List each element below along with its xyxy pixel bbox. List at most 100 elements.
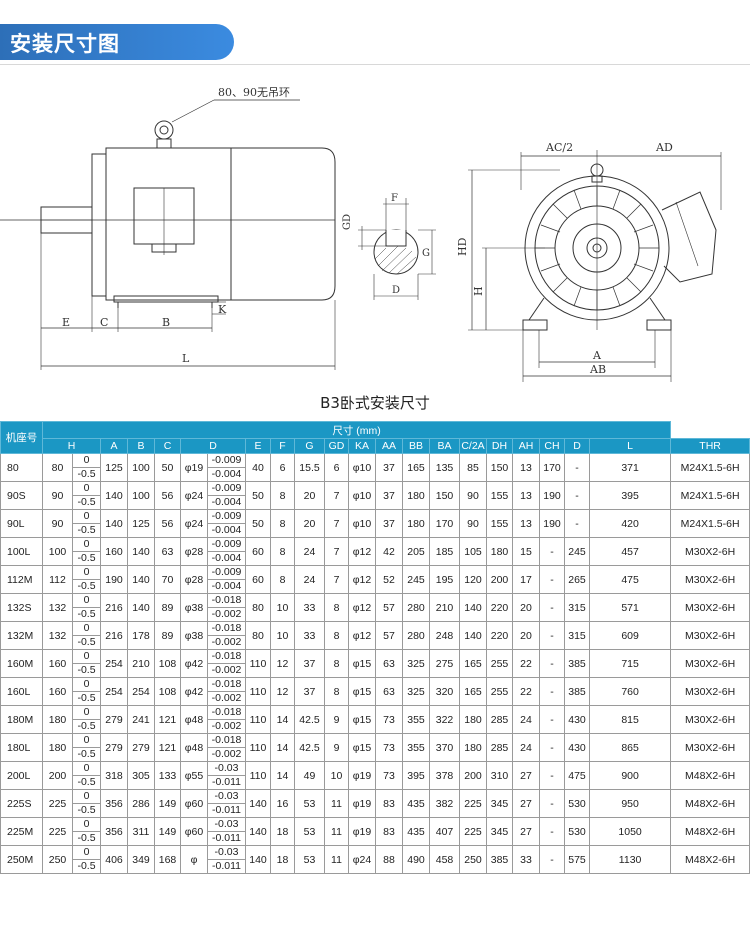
cell-d-tolerance: -0.03-0.011	[207, 845, 246, 874]
cell-h-tolerance-lower: -0.5	[77, 748, 96, 760]
cell-h-tolerance-upper: 0	[73, 567, 100, 580]
cell-ka: φ19	[348, 817, 376, 846]
cell-seat: 250M	[0, 845, 43, 874]
cell-a: 279	[100, 733, 128, 762]
cell-e: 110	[245, 677, 271, 706]
cell-ah: 20	[512, 593, 540, 622]
cell-h-tolerance: 0-0.5	[72, 621, 101, 650]
cell-l: 457	[588, 537, 672, 566]
cell-ba: 458	[429, 845, 460, 874]
cell-d-tolerance-lower: -0.002	[211, 748, 242, 760]
cell-dh: 200	[486, 565, 513, 594]
col-header-f: F	[270, 438, 295, 454]
cell-gd: 9	[324, 705, 349, 734]
section-title: 安装尺寸图	[10, 32, 120, 56]
cell-h: 250	[42, 845, 73, 874]
cell-dh: 220	[486, 621, 513, 650]
cell-aa: 73	[375, 733, 403, 762]
cell-d-tolerance: -0.009-0.004	[207, 509, 246, 538]
seat-header: 机座号	[0, 421, 43, 454]
cell-aa: 37	[375, 481, 403, 510]
cell-d-tolerance-upper: -0.018	[208, 623, 245, 636]
cell-c: 108	[154, 677, 181, 706]
cell-e: 80	[245, 621, 271, 650]
cell-a: 140	[100, 481, 128, 510]
cell-f: 18	[270, 845, 295, 874]
cell-gd: 11	[324, 817, 349, 846]
cell-h-tolerance: 0-0.5	[72, 705, 101, 734]
cell-b: 140	[127, 537, 155, 566]
cell-h-tolerance-lower: -0.5	[77, 468, 96, 480]
cell-l: 371	[588, 453, 672, 482]
cell-c2a: 200	[459, 761, 487, 790]
shaft-section-view	[358, 198, 436, 300]
cell-h-tolerance: 0-0.5	[72, 481, 101, 510]
cell-ch: -	[539, 565, 565, 594]
cell-d-tolerance-upper: -0.018	[208, 651, 245, 664]
cell-gd: 8	[324, 649, 349, 678]
cell-ka: φ19	[348, 789, 376, 818]
cell-a: 216	[100, 593, 128, 622]
cell-aa: 88	[375, 845, 403, 874]
cell-g: 42.5	[294, 733, 325, 762]
cell-thr: M30X2-6H	[670, 705, 750, 734]
cell-g: 42.5	[294, 705, 325, 734]
cell-ka: φ10	[348, 481, 376, 510]
cell-l: 571	[588, 593, 672, 622]
cell-b: 178	[127, 621, 155, 650]
cell-aa: 73	[375, 761, 403, 790]
cell-f: 8	[270, 481, 295, 510]
cell-l: 609	[588, 621, 672, 650]
cell-c: 50	[154, 453, 181, 482]
cell-seat: 180M	[0, 705, 43, 734]
cell-d-tolerance: -0.018-0.002	[207, 621, 246, 650]
cell-c2a: 225	[459, 789, 487, 818]
cell-thr: M30X2-6H	[670, 733, 750, 762]
cell-d2: 315	[564, 621, 590, 650]
cell-seat: 180L	[0, 733, 43, 762]
cell-d: φ38	[180, 593, 208, 622]
cell-dh: 310	[486, 761, 513, 790]
cell-dh: 285	[486, 705, 513, 734]
cell-f: 12	[270, 649, 295, 678]
cell-thr: M30X2-6H	[670, 677, 750, 706]
cell-ch: -	[539, 817, 565, 846]
cell-b: 210	[127, 649, 155, 678]
cell-g: 33	[294, 593, 325, 622]
cell-aa: 73	[375, 705, 403, 734]
cell-f: 8	[270, 565, 295, 594]
drawing-caption: B3卧式安装尺寸	[320, 394, 430, 412]
col-header-h: H	[42, 438, 101, 454]
cell-c2a: 165	[459, 677, 487, 706]
cell-ba: 210	[429, 593, 460, 622]
cell-d: φ55	[180, 761, 208, 790]
cell-h: 225	[42, 817, 73, 846]
cell-h: 160	[42, 649, 73, 678]
cell-g: 37	[294, 649, 325, 678]
cell-d-tolerance: -0.018-0.002	[207, 593, 246, 622]
cell-g: 15.5	[294, 453, 325, 482]
cell-a: 125	[100, 453, 128, 482]
cell-c2a: 225	[459, 817, 487, 846]
cell-h-tolerance-lower: -0.5	[77, 692, 96, 704]
cell-c: 149	[154, 789, 181, 818]
cell-l: 1050	[588, 817, 672, 846]
cell-bb: 490	[402, 845, 430, 874]
section-title-bar: 安装尺寸图	[0, 24, 234, 60]
cell-d-tolerance: -0.03-0.011	[207, 761, 246, 790]
cell-b: 100	[127, 481, 155, 510]
cell-ah: 33	[512, 845, 540, 874]
col-header-a: A	[100, 438, 128, 454]
cell-bb: 325	[402, 677, 430, 706]
cell-f: 10	[270, 621, 295, 650]
cell-h: 160	[42, 677, 73, 706]
cell-d: φ60	[180, 789, 208, 818]
cell-l: 395	[588, 481, 672, 510]
cell-thr: M24X1.5-6H	[670, 453, 750, 482]
cell-a: 216	[100, 621, 128, 650]
cell-d: φ28	[180, 565, 208, 594]
cell-ch: -	[539, 705, 565, 734]
cell-d-tolerance: -0.018-0.002	[207, 649, 246, 678]
